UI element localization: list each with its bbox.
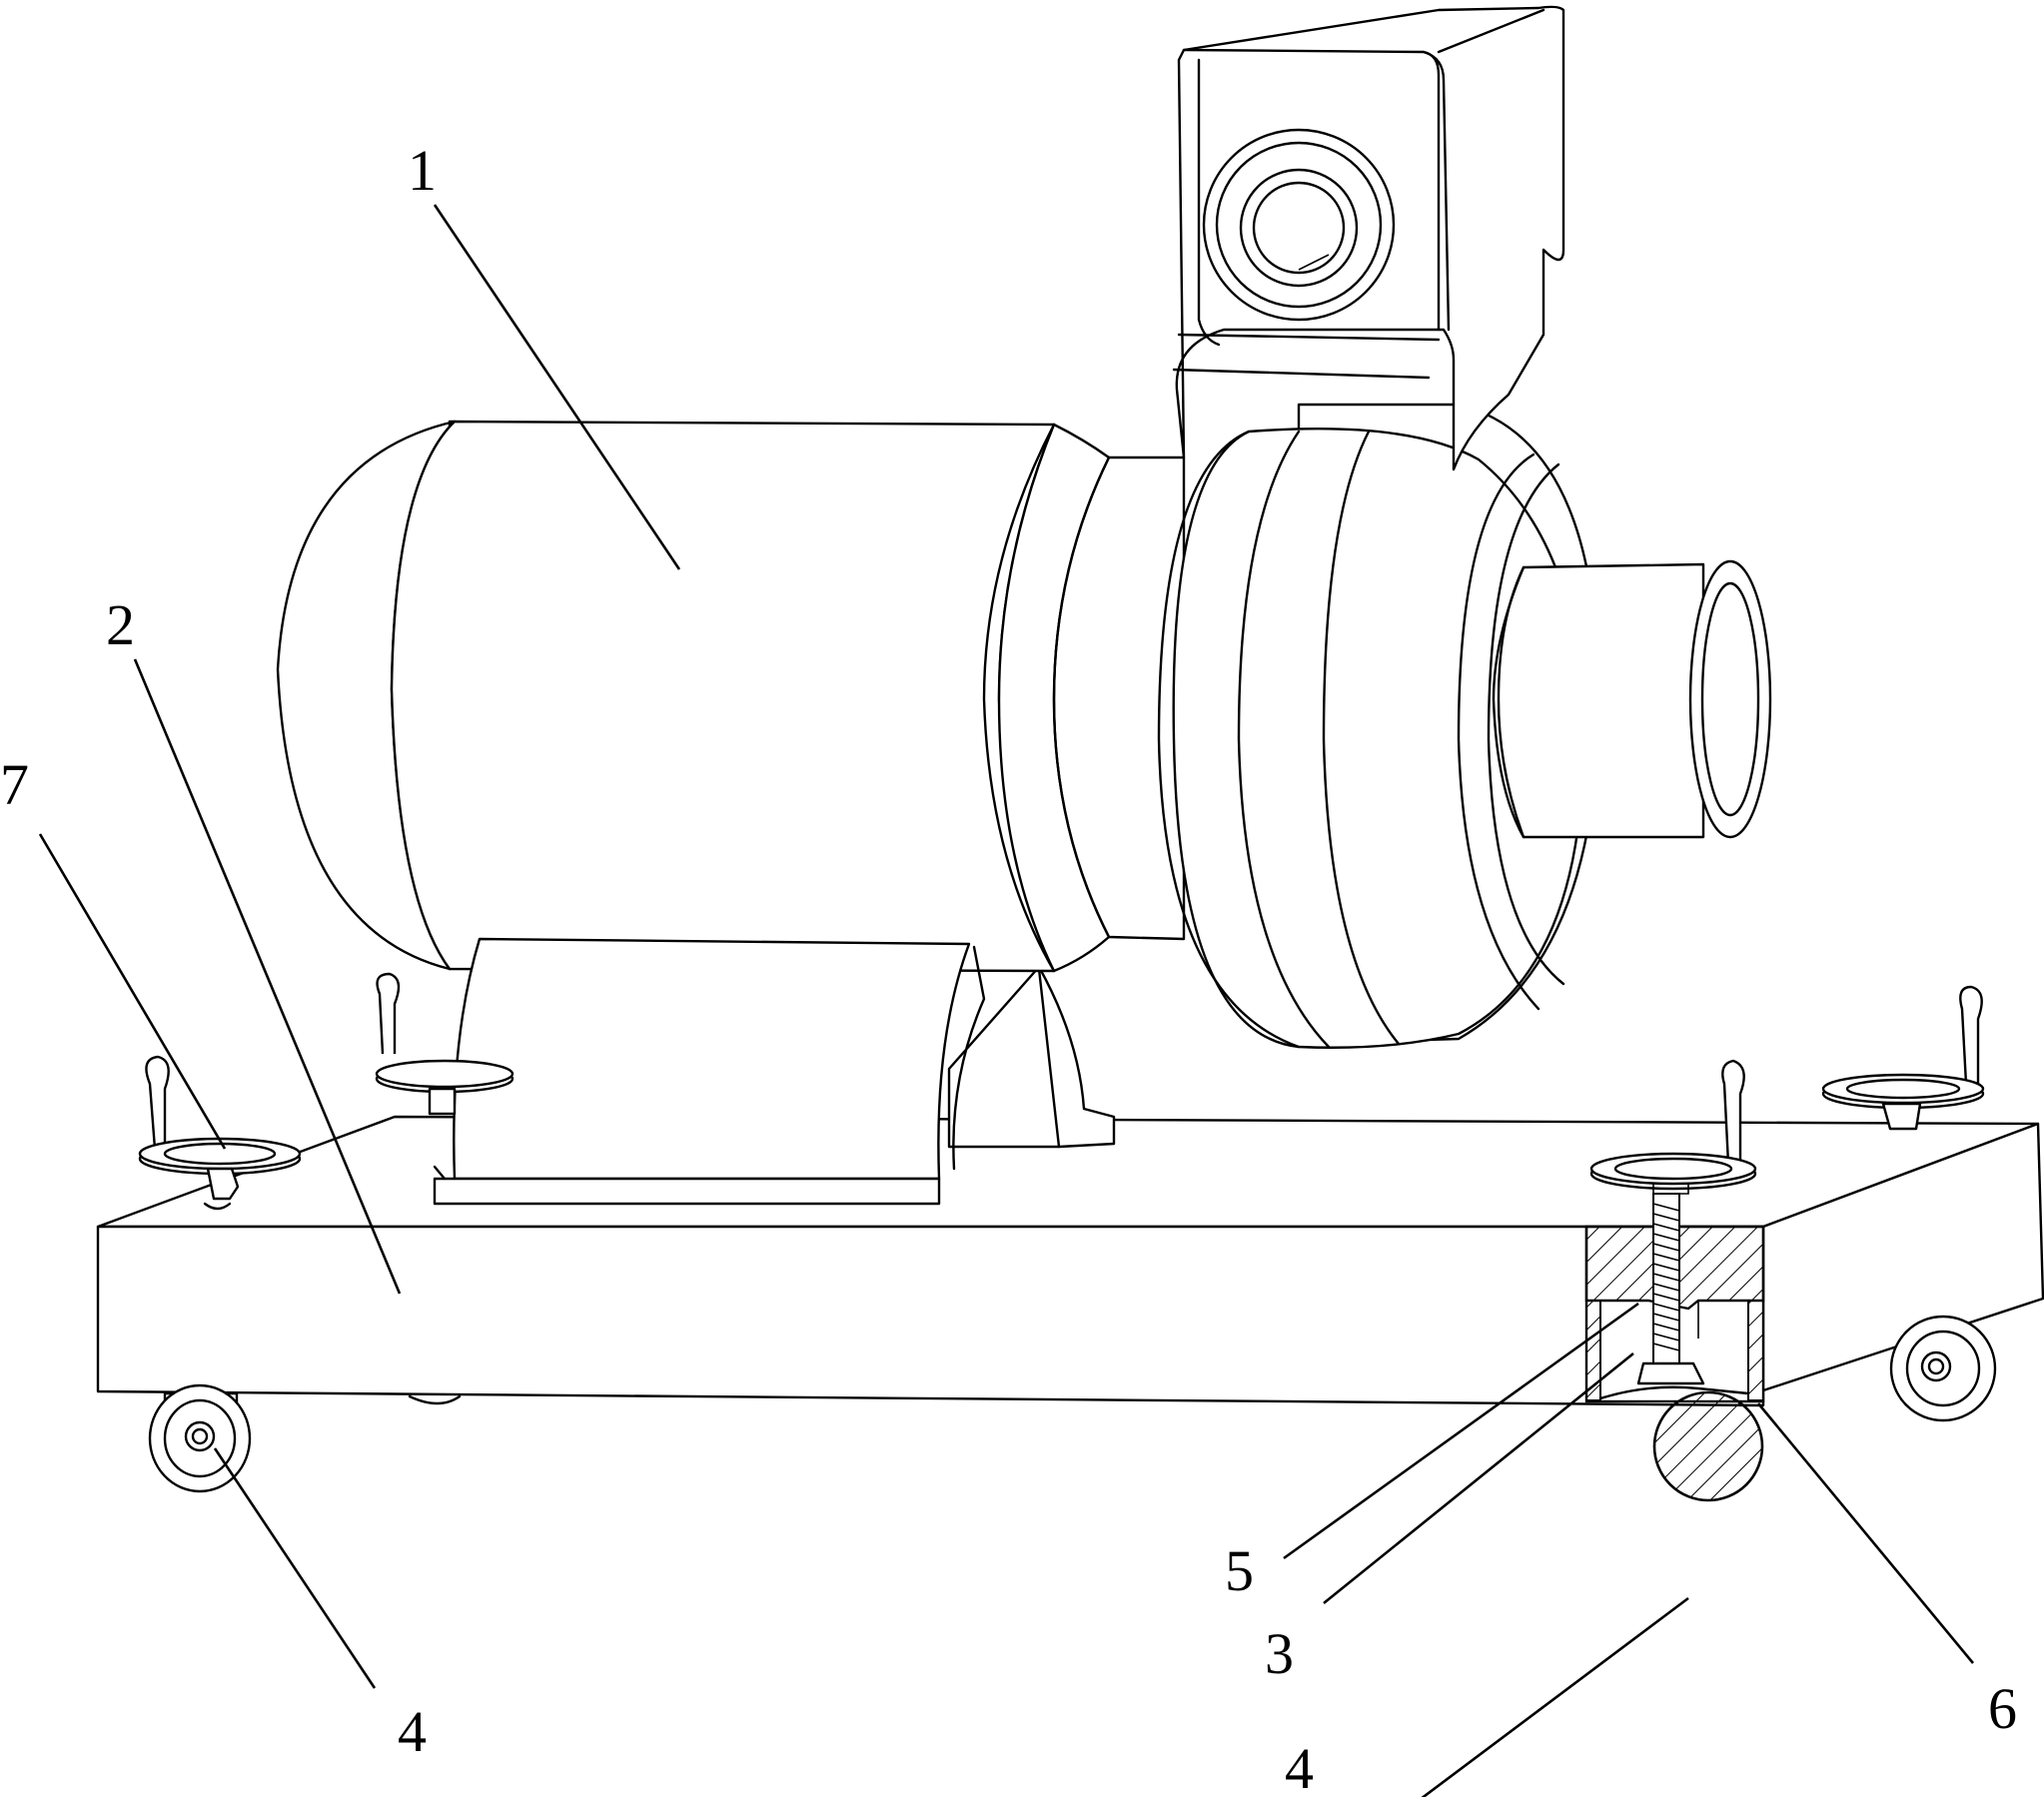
handwheel-rear-left (375, 972, 514, 1116)
caster-wheel-section (1652, 1390, 1764, 1502)
leader-7 (38, 833, 227, 1150)
label-4-left: 4 (398, 1699, 427, 1764)
part-labels: 1 2 7 4 5 3 4 6 (0, 138, 2017, 1797)
label-5: 5 (1225, 1538, 1254, 1603)
pump-volute (1157, 403, 1772, 1049)
curved-bracket (433, 937, 986, 1206)
caster-wheel-rear-left (408, 1394, 462, 1405)
motor-foot (947, 965, 1116, 1149)
caster-wheel-front-left (148, 1383, 252, 1493)
leader-3 (1323, 1351, 1634, 1605)
leader-1 (433, 204, 681, 570)
motor (276, 420, 1186, 973)
label-4-right: 4 (1285, 1736, 1314, 1797)
leader-5 (1283, 1302, 1639, 1560)
base-plate (96, 1115, 2044, 1407)
leader-6 (1756, 1402, 1975, 1664)
caster-wheel-right-side (1889, 1315, 1997, 1422)
label-2: 2 (106, 592, 135, 657)
label-7: 7 (0, 752, 29, 817)
leader-2 (133, 658, 402, 1295)
discharge-outlet (1172, 5, 1565, 471)
handwheel-front-left (138, 1055, 302, 1211)
label-1: 1 (408, 138, 437, 203)
leader-lines (38, 204, 1975, 1797)
leader-4-left (213, 1447, 377, 1689)
label-6: 6 (1988, 1676, 2017, 1741)
threaded-screw (1636, 1193, 1705, 1385)
label-3: 3 (1265, 1621, 1294, 1686)
handwheel-front-right (1589, 1059, 1757, 1195)
handwheel-rear-right (1821, 985, 1985, 1131)
leader-4-right (1421, 1596, 1689, 1797)
nut (1636, 1361, 1705, 1385)
